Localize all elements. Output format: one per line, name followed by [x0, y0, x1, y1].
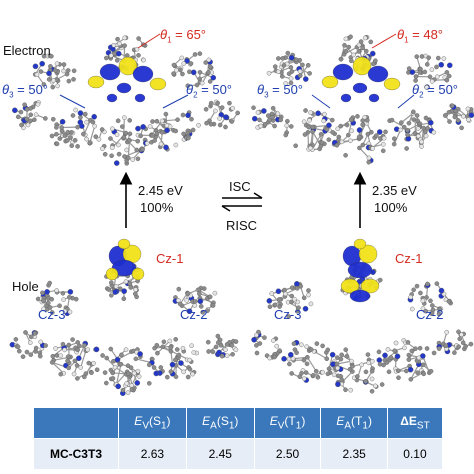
left-electron-molecule-lower-left-donor	[49, 107, 99, 149]
left-hole-molecule-upper-right-donor	[172, 285, 218, 315]
table-header-delta-est: ΔEST	[387, 408, 442, 439]
right-electron-orbital	[321, 56, 401, 103]
right-hole-molecule-lower-right-donor	[382, 338, 437, 382]
table-header-ea-s1: EA(S1)	[186, 408, 255, 439]
right-electron-molecule-left-arm	[251, 105, 284, 130]
right-cz1-label: Cz-1	[395, 251, 423, 266]
left-hole-molecule-left-arm	[9, 330, 48, 359]
right-cz2-label: Cz-2	[416, 307, 444, 322]
risc-label: RISC	[226, 218, 258, 233]
right-theta3-label: θ3 = 50°	[257, 82, 304, 100]
isc-label: ISC	[229, 179, 251, 194]
left-hole-molecule-lower-left-donor	[49, 337, 100, 381]
table-cell: 2.45	[186, 438, 255, 469]
right-theta1-pointer	[371, 33, 397, 49]
right-electron-molecule-lower-left-donor	[283, 108, 338, 153]
t1-energy-label: 2.35 eV	[372, 183, 417, 198]
right-electron-molecule-top-donor	[338, 34, 378, 72]
isc-arrow-head	[253, 192, 263, 199]
right-theta2-pointer	[397, 94, 415, 109]
table-cell: 0.10	[387, 438, 442, 469]
right-electron-molecule-upper-left-donor	[266, 50, 312, 86]
left-hole-molecule-lower-right-donor	[149, 337, 200, 380]
left-electron-molecule-lower-right-donor	[147, 110, 201, 152]
left-electron-molecule-left-arm	[12, 100, 48, 131]
right-hole-molecule-upper-right-donor	[407, 281, 453, 317]
table-row-name: MC-C3T3	[34, 438, 119, 469]
table-header-ev-t1: EV(T1)	[254, 408, 322, 439]
right-hole-molecule-upper-left-donor	[266, 281, 314, 319]
right-theta3-pointer	[311, 94, 331, 109]
table-header-ea-t1: EA(T1)	[320, 408, 388, 439]
table-corner	[34, 408, 119, 439]
table-header-row: EV(S1) EA(S1) EV(T1) EA(T1) ΔEST	[34, 408, 442, 439]
left-electron-molecule-upper-left-donor	[32, 53, 77, 90]
left-theta2-label: θ2 = 50°	[186, 82, 233, 100]
right-hole-molecule-lower-left-donor	[281, 339, 337, 383]
left-theta3-pointer	[59, 94, 86, 109]
left-electron-molecule-upper-right-donor	[171, 51, 217, 89]
table-header-ev-s1: EV(S1)	[118, 408, 187, 439]
right-electron-molecule-right-arm	[442, 103, 474, 131]
hole-label: Hole	[12, 279, 39, 294]
left-cz3-label: Cz-3	[38, 307, 66, 322]
right-electron-molecule-upper-right-donor	[406, 53, 453, 90]
table-row: MC-C3T3 2.63 2.45 2.50 2.35 0.10	[34, 438, 442, 469]
left-theta3-label: θ3 = 50°	[2, 82, 49, 100]
right-hole-orbital	[340, 238, 380, 303]
right-hole-molecule-left-arm	[251, 329, 283, 361]
energy-table: EV(S1) EA(S1) EV(T1) EA(T1) ΔEST MC-C3T3…	[34, 408, 442, 469]
left-hole-molecule-core	[94, 346, 155, 396]
table-cell: 2.50	[254, 438, 322, 469]
right-cz3-label: Cz-3	[274, 307, 302, 322]
left-cz2-label: Cz-2	[180, 307, 208, 322]
right-theta2-label: θ2 = 50°	[412, 82, 459, 100]
left-hole-molecule-right-arm	[205, 333, 239, 359]
left-hole-molecule-top-donor	[104, 263, 140, 302]
risc-arrow-head	[221, 205, 231, 212]
table-cell: 2.63	[118, 438, 187, 469]
table-cell: 2.35	[320, 438, 388, 469]
right-electron-molecule-lower-right-donor	[383, 109, 437, 151]
right-electron-molecule-core	[330, 114, 387, 165]
left-theta1-pointer	[137, 33, 161, 49]
left-theta1-label: θ1 = 65°	[160, 27, 207, 45]
electron-label: Electron	[3, 43, 51, 58]
left-electron-orbital	[87, 56, 167, 103]
right-theta1-label: θ1 = 48°	[397, 27, 444, 45]
left-hole-orbital	[105, 238, 145, 281]
left-hole-molecule-upper-left-donor	[35, 280, 79, 317]
right-hole-molecule-core	[330, 347, 390, 394]
t1-percent-label: 100%	[374, 200, 408, 215]
left-electron-molecule-right-arm	[203, 99, 240, 130]
left-theta2-pointer	[162, 94, 189, 109]
s1-percent-label: 100%	[140, 200, 174, 215]
s1-energy-label: 2.45 eV	[138, 183, 183, 198]
left-electron-molecule-core	[96, 115, 157, 166]
right-hole-molecule-right-arm	[436, 329, 474, 355]
left-cz1-label: Cz-1	[156, 251, 184, 266]
